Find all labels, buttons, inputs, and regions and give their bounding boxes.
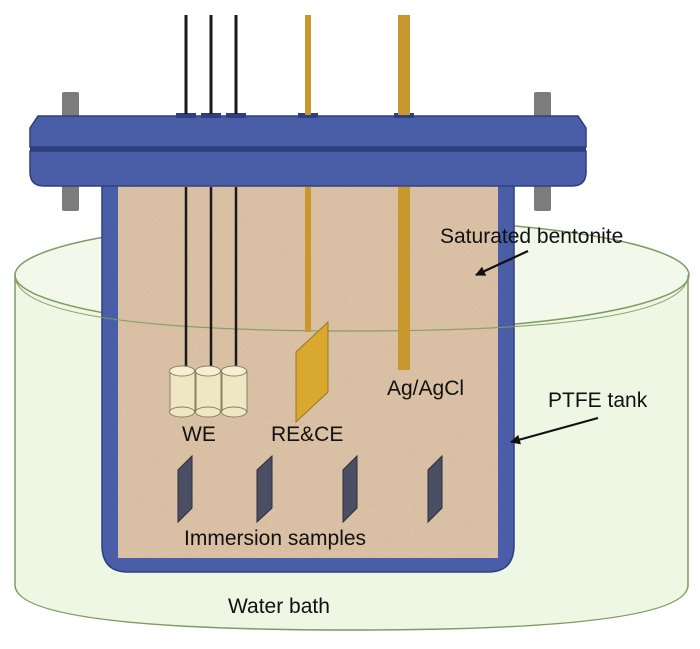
immersion-sample: [256, 454, 273, 524]
lid-port: [298, 113, 318, 118]
re-ce-rod: [305, 187, 311, 332]
water-surface-front: [14, 274, 689, 332]
we-cylinder: [195, 365, 222, 418]
immersion-samples: [177, 454, 443, 524]
working-electrodes: [169, 15, 248, 418]
lid-bottom-flange: [29, 150, 587, 187]
ag-agcl-rod: [398, 187, 410, 370]
arrow-icon: [475, 250, 529, 276]
lid-port: [201, 113, 221, 118]
label-saturated-bentonite: Saturated bentonite: [440, 225, 623, 248]
we-cylinder: [169, 365, 196, 418]
re-ce-plate: [295, 320, 329, 424]
arrow-icon: [510, 416, 599, 445]
label-ag-agcl: Ag/AgCl: [387, 377, 464, 400]
immersion-sample: [427, 454, 443, 524]
we-cylinder: [221, 365, 248, 418]
label-we: WE: [182, 423, 216, 446]
lid-port: [176, 113, 196, 118]
label-ptfe-tank: PTFE tank: [548, 389, 648, 412]
lid-port: [226, 113, 246, 118]
re-ce-electrode: [295, 15, 329, 424]
label-water-bath: Water bath: [228, 595, 330, 618]
ag-agcl-electrode: [398, 15, 410, 370]
immersion-sample: [177, 454, 193, 524]
lid-port: [394, 113, 414, 118]
label-re-ce: RE&CE: [271, 423, 343, 446]
tank-lid: [29, 92, 587, 211]
lid-seam: [30, 147, 586, 151]
immersion-sample: [342, 454, 358, 524]
label-immersion-samples: Immersion samples: [184, 527, 366, 550]
lid-top-flange: [29, 115, 587, 148]
re-ce-rod: [305, 15, 311, 115]
ag-agcl-rod: [398, 15, 410, 115]
